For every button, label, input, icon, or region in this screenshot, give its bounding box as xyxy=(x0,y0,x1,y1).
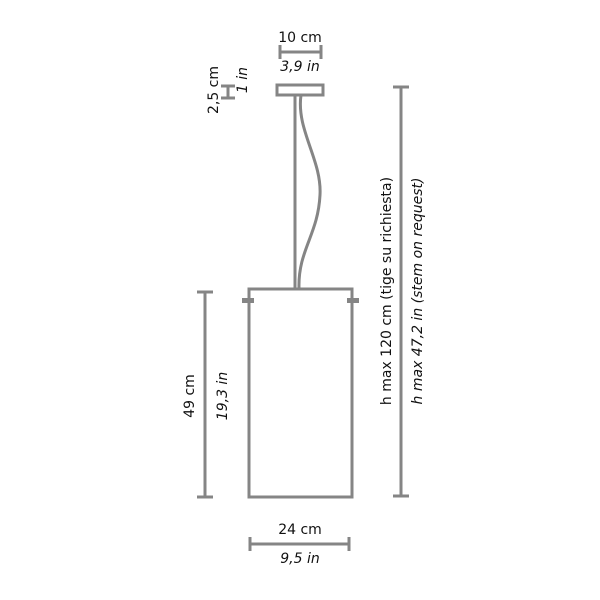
shade-height-dimension: 49 cm 19,3 in xyxy=(182,290,231,499)
overall-height-cm: h max 120 cm (tige su richiesta) xyxy=(379,177,395,405)
shade-tab-right xyxy=(347,298,359,303)
canopy xyxy=(275,83,325,97)
shade-height-cm: 49 cm xyxy=(182,374,198,418)
shade-tab-left xyxy=(242,298,254,303)
canopy-width-in: 3,9 in xyxy=(280,59,319,75)
shade-width-cm: 24 cm xyxy=(278,522,322,538)
canopy-width-dimension: 10 cm 3,9 in xyxy=(278,30,323,75)
shade-width-in: 9,5 in xyxy=(280,551,319,567)
overall-height-dimension: h max 120 cm (tige su richiesta) h max 4… xyxy=(379,85,426,498)
lamp-drawing xyxy=(242,83,359,499)
overall-height-in: h max 47,2 in (stem on request) xyxy=(410,178,426,405)
shade xyxy=(247,287,354,499)
canopy-width-cm: 10 cm xyxy=(278,30,322,46)
shade-height-in: 19,3 in xyxy=(215,372,231,420)
shade-width-dimension: 24 cm 9,5 in xyxy=(248,522,351,567)
power-cord xyxy=(297,94,322,289)
canopy-height-dimension: 2,5 cm 1 in xyxy=(206,66,251,114)
canopy-height-in: 1 in xyxy=(235,67,251,93)
canopy-height-cm: 2,5 cm xyxy=(206,66,222,114)
